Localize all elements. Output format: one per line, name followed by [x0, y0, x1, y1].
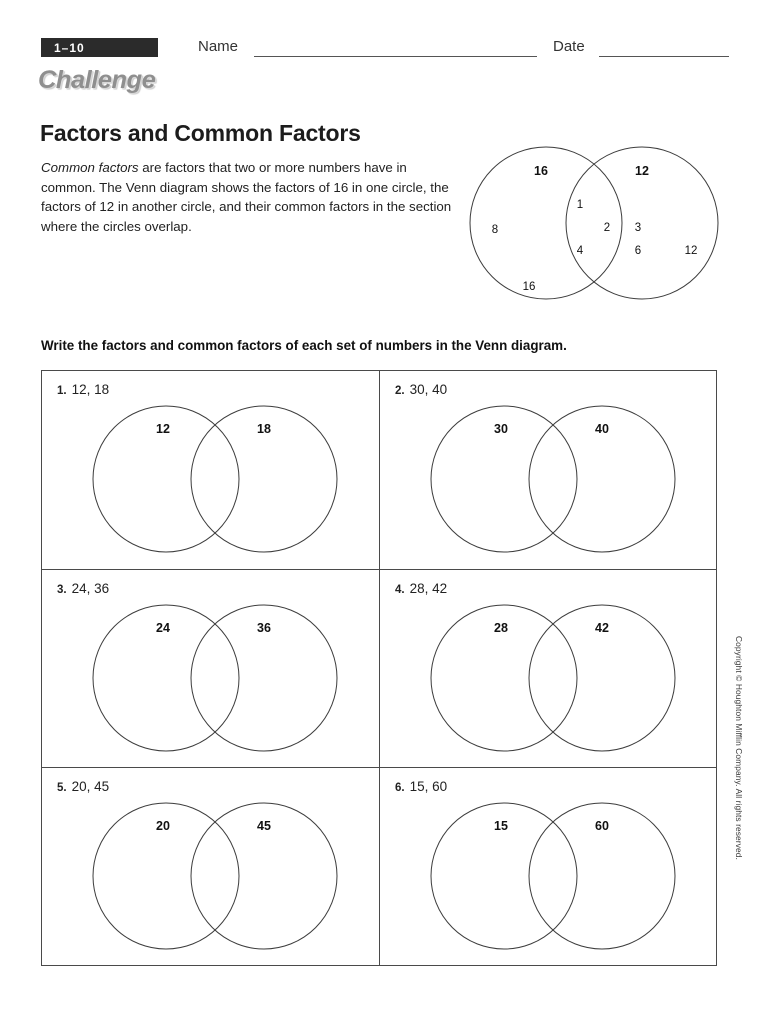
- example-venn-left-title: 16: [534, 164, 548, 178]
- exercise-3-right-circle: [190, 604, 338, 752]
- exercise-5-right-label: 45: [257, 819, 271, 833]
- example-venn-overlap-item-0: 1: [577, 199, 583, 211]
- exercise-1-right-label: 18: [257, 422, 271, 436]
- exercise-2-right-circle: [528, 405, 676, 553]
- exercise-6-label: 6. 15, 60: [395, 779, 447, 794]
- exercise-3-right-label: 36: [257, 621, 271, 635]
- exercise-cell-4[interactable]: 4. 28, 42 28 42: [379, 569, 716, 767]
- exercise-5-number: 5.: [57, 781, 67, 794]
- exercise-row-3: 5. 20, 45 20 45 6. 15, 60: [42, 766, 716, 965]
- exercise-3-number: 3.: [57, 583, 67, 596]
- example-venn-right-item-1: 6: [635, 245, 641, 257]
- exercise-3-problem: 24, 36: [71, 580, 110, 596]
- example-venn-right-title: 12: [635, 164, 649, 178]
- exercise-4-label: 4. 28, 42: [395, 581, 447, 596]
- exercise-4-problem: 28, 42: [409, 580, 448, 596]
- lesson-number-badge: 1–10: [41, 38, 158, 57]
- exercise-2-left-label: 30: [494, 422, 508, 436]
- example-venn-left-item-0: 8: [492, 224, 498, 236]
- example-venn-overlap-item-2: 4: [577, 245, 584, 257]
- exercise-cell-1[interactable]: 1. 12, 18 12 18: [42, 371, 379, 569]
- instruction-text: Write the factors and common factors of …: [41, 338, 567, 353]
- date-write-line[interactable]: [599, 56, 729, 57]
- exercise-1-left-label: 12: [156, 422, 170, 436]
- copyright-notice: Copyright © Houghton Mifflin Company. Al…: [734, 636, 744, 860]
- date-label: Date: [553, 38, 585, 55]
- exercise-row-1: 1. 12, 18 12 18 2. 30, 40: [42, 371, 716, 569]
- intro-paragraph: Common factors are factors that two or m…: [41, 158, 461, 236]
- exercise-1-right-circle: [190, 405, 338, 553]
- exercise-4-right-label: 42: [595, 621, 609, 635]
- intro-lead-italic: Common factors: [41, 160, 139, 175]
- exercise-6-venn-diagram[interactable]: 15 60: [408, 796, 698, 956]
- exercise-3-left-circle: [92, 604, 240, 752]
- exercise-cell-2[interactable]: 2. 30, 40 30 40: [379, 371, 716, 569]
- exercise-6-left-circle: [430, 802, 578, 950]
- exercise-3-venn-diagram[interactable]: 24 36: [70, 598, 360, 758]
- example-venn-right-item-0: 3: [635, 222, 641, 234]
- exercise-5-left-label: 20: [156, 819, 170, 833]
- example-venn-right-item-2: 12: [685, 245, 698, 257]
- exercise-4-left-circle: [430, 604, 578, 752]
- exercise-row-2: 3. 24, 36 24 36 4. 28, 42: [42, 568, 716, 767]
- exercise-5-right-circle: [190, 802, 338, 950]
- name-write-line[interactable]: [254, 56, 537, 57]
- exercise-2-right-label: 40: [595, 422, 609, 436]
- exercise-6-number: 6.: [395, 781, 405, 794]
- exercise-cell-3[interactable]: 3. 24, 36 24 36: [42, 570, 379, 767]
- exercise-6-right-circle: [528, 802, 676, 950]
- exercise-2-left-circle: [430, 405, 578, 553]
- exercise-1-number: 1.: [57, 385, 67, 397]
- exercise-3-label: 3. 24, 36: [57, 581, 109, 596]
- exercise-2-problem: 30, 40: [409, 382, 448, 397]
- exercise-4-left-label: 28: [494, 621, 508, 635]
- exercise-1-problem: 12, 18: [71, 382, 110, 397]
- exercise-5-left-circle: [92, 802, 240, 950]
- exercise-cell-5[interactable]: 5. 20, 45 20 45: [42, 768, 379, 965]
- example-venn-left-circle: [469, 146, 623, 300]
- example-venn-left-item-1: 16: [523, 281, 536, 293]
- exercise-6-left-label: 15: [494, 819, 508, 833]
- page-title: Factors and Common Factors: [40, 120, 361, 146]
- exercise-cell-6[interactable]: 6. 15, 60 15 60: [379, 767, 716, 965]
- exercise-2-venn-diagram[interactable]: 30 40: [408, 399, 698, 559]
- exercise-1-venn-diagram[interactable]: 12 18: [70, 399, 360, 559]
- exercise-1-label: 1. 12, 18: [57, 382, 109, 397]
- exercise-4-right-circle: [528, 604, 676, 752]
- lesson-number-text: 1–10: [54, 40, 85, 55]
- name-label: Name: [198, 38, 239, 55]
- exercise-3-left-label: 24: [156, 621, 170, 635]
- example-venn-overlap-item-1: 2: [604, 222, 610, 234]
- exercise-2-label: 2. 30, 40: [395, 382, 447, 397]
- exercise-4-venn-diagram[interactable]: 28 42: [408, 598, 698, 758]
- intro-body-text: are factors that two or more numbers hav…: [41, 160, 452, 234]
- challenge-logo: Challenge: [37, 65, 156, 94]
- example-venn-right-circle: [565, 146, 719, 300]
- example-venn-diagram: 16 12 8 16 1 2 4 3 6 12: [466, 142, 722, 304]
- exercise-6-right-label: 60: [595, 819, 609, 833]
- exercise-grid: 1. 12, 18 12 18 2. 30, 40: [41, 370, 717, 966]
- exercise-2-number: 2.: [395, 385, 405, 397]
- exercise-6-problem: 15, 60: [409, 778, 448, 794]
- exercise-1-left-circle: [92, 405, 240, 553]
- exercise-5-venn-diagram[interactable]: 20 45: [70, 796, 360, 956]
- exercise-5-label: 5. 20, 45: [57, 779, 109, 794]
- exercise-5-problem: 20, 45: [71, 778, 110, 794]
- exercise-4-number: 4.: [395, 583, 405, 596]
